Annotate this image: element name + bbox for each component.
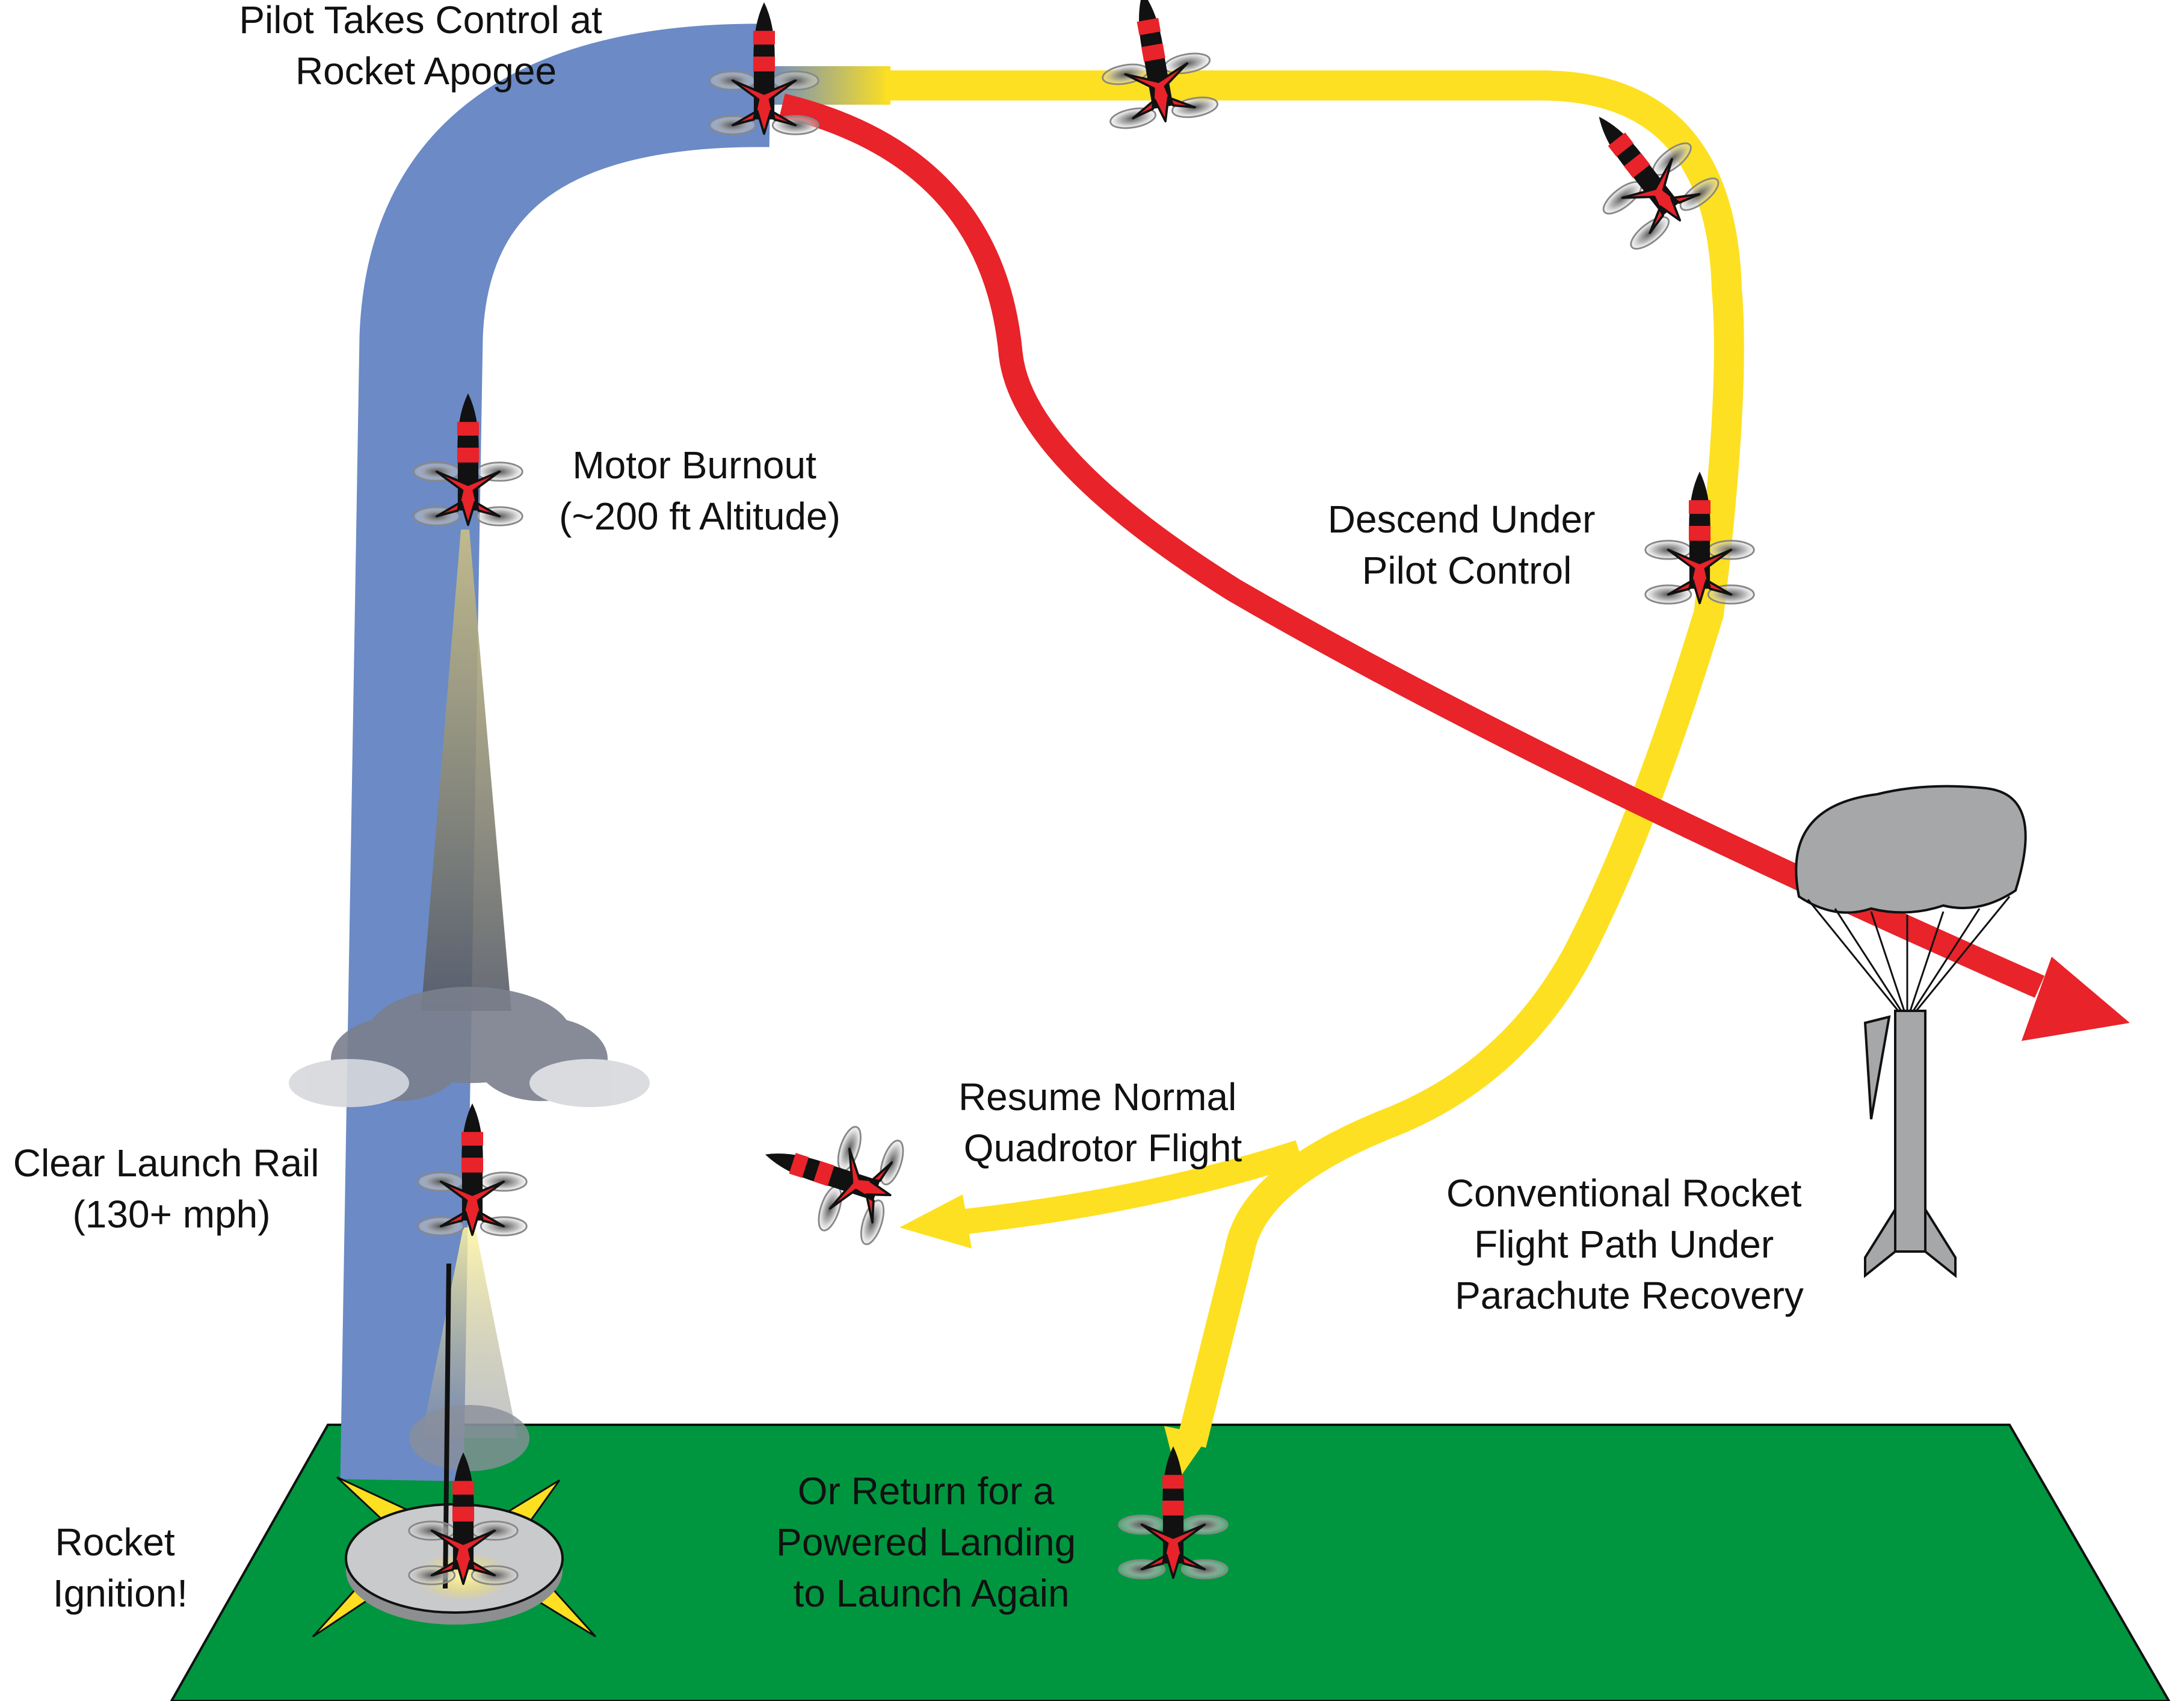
resume-arrowhead <box>899 1194 972 1249</box>
label-burnout: Motor Burnout (~200 ft Altitude) <box>559 443 841 538</box>
label-apogee-line: Pilot Takes Control at <box>239 0 602 42</box>
pilot-path <box>884 70 1744 1448</box>
label-return-line: Powered Landing <box>776 1520 1076 1564</box>
label-apogee: Pilot Takes Control at Rocket Apogee <box>239 0 612 93</box>
label-apogee-line: Rocket Apogee <box>295 49 557 93</box>
label-descend-line: Descend Under <box>1328 498 1596 541</box>
label-return-line: Or Return for a <box>798 1469 1055 1513</box>
rocket-flip-icon <box>1088 0 1221 132</box>
label-conventional-line: Parachute Recovery <box>1455 1274 1804 1317</box>
label-burnout-line: Motor Burnout <box>572 443 816 487</box>
smoke-cloud-icon <box>289 987 650 1107</box>
label-clear-rail-line: Clear Launch Rail <box>13 1141 319 1185</box>
label-return: Or Return for a Powered Landing to Launc… <box>776 1469 1087 1615</box>
label-resume-line: Quadrotor Flight <box>964 1126 1242 1170</box>
label-descend-line: Pilot Control <box>1362 549 1572 592</box>
pad-smoke-icon <box>409 1405 529 1471</box>
ascent-path <box>340 23 771 1481</box>
rocket-resume-icon <box>747 1101 909 1249</box>
label-ignition: Rocket Ignition! <box>53 1520 188 1615</box>
label-clear-rail: Clear Launch Rail (130+ mph) <box>13 1141 330 1236</box>
label-conventional-line: Flight Path Under <box>1474 1223 1774 1266</box>
parachute-icon <box>1795 785 2027 1279</box>
rocket-descend-icon <box>1644 470 1756 605</box>
label-return-line: to Launch Again <box>793 1572 1069 1615</box>
resume-branch <box>937 1140 1304 1237</box>
conventional-path <box>779 93 2045 998</box>
label-resume-line: Resume Normal <box>958 1075 1236 1119</box>
label-resume: Resume Normal Quadrotor Flight <box>958 1075 1247 1170</box>
exhaust-plume <box>421 529 511 1011</box>
label-ignition-line: Ignition! <box>53 1572 188 1615</box>
label-descend: Descend Under Pilot Control <box>1328 498 1606 592</box>
conventional-arrowhead <box>2022 957 2130 1041</box>
label-ignition-line: Rocket <box>55 1520 175 1564</box>
label-clear-rail-line: (130+ mph) <box>72 1193 270 1236</box>
label-conventional: Conventional Rocket Flight Path Under Pa… <box>1446 1172 1812 1317</box>
label-burnout-line: (~200 ft Altitude) <box>559 495 841 538</box>
label-conventional-line: Conventional Rocket <box>1446 1172 1802 1215</box>
